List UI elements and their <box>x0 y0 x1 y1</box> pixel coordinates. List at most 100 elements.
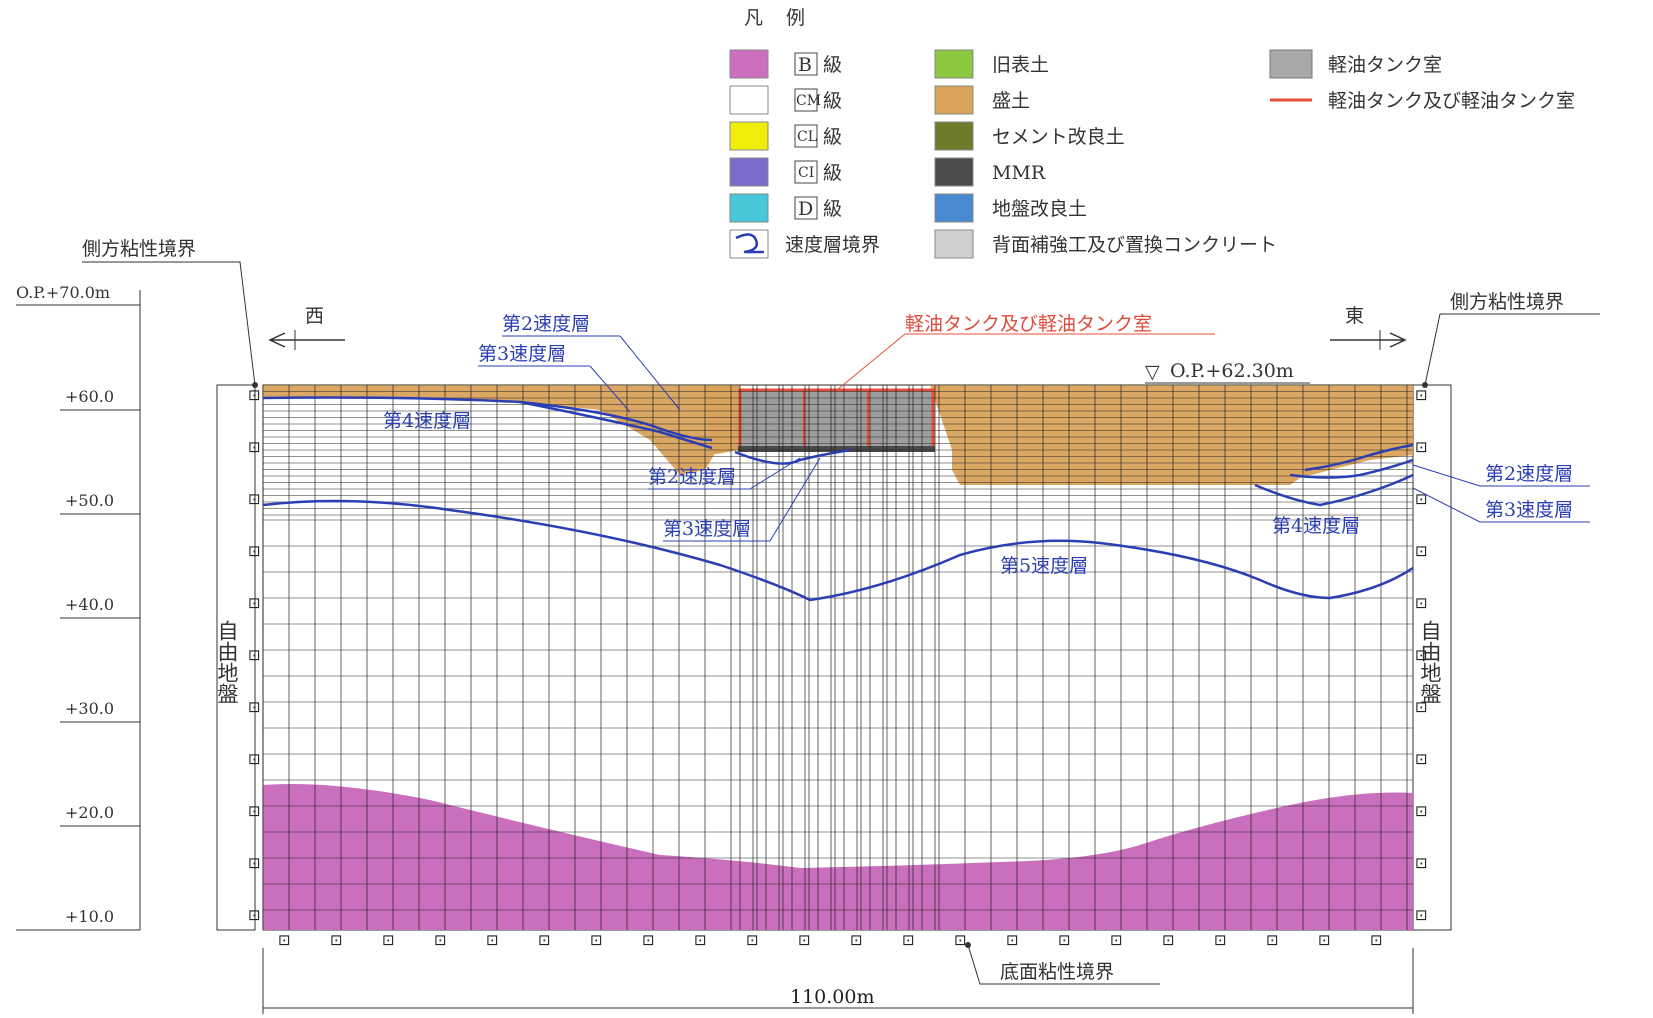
legend-swatch-ground-improved <box>934 193 974 223</box>
dashpot-bottom: ⊡ <box>850 931 863 949</box>
legend-label-embankment: 盛土 <box>992 90 1030 112</box>
legend-suffix-class-cl: 級 <box>823 126 842 148</box>
side-boundary-left-leader <box>82 261 256 386</box>
elevation-axis: O.P.+70.0m +60.0 +50.0 +40.0 +30.0 +20.0… <box>16 283 141 931</box>
dashpot-bottom: ⊡ <box>642 931 655 949</box>
elevation-tick-40: +40.0 <box>65 595 114 614</box>
legend-code-box-d <box>794 196 818 220</box>
dashpot-bottom: ⊡ <box>486 931 499 949</box>
ground-level-label: O.P.+62.30m <box>1170 360 1294 382</box>
legend-label-tank-room: 軽油タンク室 <box>1328 54 1442 76</box>
tank-room <box>738 388 935 450</box>
east-label: 東 <box>1345 305 1364 327</box>
dashpot-bottom: ⊡ <box>1162 931 1175 949</box>
dashpot-bottom: ⊡ <box>330 931 343 949</box>
velocity-boundary-layer4-left <box>262 396 713 442</box>
legend-code-class-d: D <box>798 198 813 220</box>
dashpot-left: ⊡ <box>248 542 261 560</box>
dashpot-right: ⊡ <box>1415 646 1428 664</box>
label-layer3-top: 第3速度層 <box>478 343 566 365</box>
bottom-boundary-leader <box>967 944 1160 985</box>
label-layer4-right: 第4速度層 <box>1272 515 1360 537</box>
dashpot-right: ⊡ <box>1415 906 1428 924</box>
legend: 凡 例 B 級 CM 級 CL 級 CI 級 D 級 速度層境界 旧表土 盛土 … <box>729 7 1575 259</box>
dashpot-left: ⊡ <box>248 386 261 404</box>
leader-dot <box>252 382 258 388</box>
tank-title-label: 軽油タンク及び軽油タンク室 <box>905 313 1152 335</box>
legend-swatch-class-ci <box>729 157 769 187</box>
west-arrow <box>268 332 345 348</box>
velocity-boundary-right-4 <box>1254 473 1414 507</box>
velocity-boundary-center <box>734 448 851 465</box>
dashpot-right: ⊡ <box>1415 750 1428 768</box>
leader <box>619 335 681 411</box>
leader <box>1412 487 1590 523</box>
label-layer2-center: 第2速度層 <box>648 466 736 488</box>
elevation-tick-30: +30.0 <box>65 699 114 718</box>
free-ground-label-right: 自由地盤 <box>1418 620 1442 704</box>
legend-suffix-class-ci: 級 <box>823 162 842 184</box>
velocity-boundary-icon <box>735 233 764 254</box>
label-layer2-right: 第2速度層 <box>1485 463 1573 485</box>
mmr-slab <box>738 446 935 452</box>
leader-dot <box>965 942 971 948</box>
legend-swatch-back-reinforce <box>934 229 974 259</box>
dashpot-bottom: ⊡ <box>1214 931 1227 949</box>
legend-swatch-old-topsoil <box>934 49 974 79</box>
side-boundary-right-label: 側方粘性境界 <box>1450 291 1564 313</box>
free-ground-label-left: 自由地盤 <box>215 620 239 704</box>
elevation-tick-20: +20.0 <box>65 803 114 822</box>
legend-label-cement-soil: セメント改良土 <box>992 126 1125 148</box>
dashpots: ⊡⊡⊡⊡⊡⊡⊡⊡⊡⊡⊡⊡⊡⊡⊡⊡⊡⊡⊡⊡⊡⊡⊡⊡⊡⊡⊡⊡⊡⊡⊡⊡⊡⊡⊡⊡⊡⊡⊡⊡… <box>248 386 1428 949</box>
dashpot-left: ⊡ <box>248 698 261 716</box>
dashpot-bottom: ⊡ <box>1318 931 1331 949</box>
legend-suffix-class-cm: 級 <box>823 90 842 112</box>
dashpot-left: ⊡ <box>248 854 261 872</box>
legend-swatch-class-cm <box>729 85 769 115</box>
dashpot-bottom: ⊡ <box>694 931 707 949</box>
leader <box>1412 464 1590 487</box>
dashpot-left: ⊡ <box>248 802 261 820</box>
ground-level-marker-icon: ▽ <box>1145 361 1160 383</box>
annotations: 側方粘性境界 側方粘性境界 西 東 軽油タンク及び軽油タンク室 ▽ O.P.+6… <box>82 238 1600 1014</box>
legend-code-class-cl: CL <box>797 129 817 145</box>
elevation-tick-50: +50.0 <box>65 491 114 510</box>
velocity-boundary-layer3-left <box>519 400 713 450</box>
dashpot-left: ⊡ <box>248 646 261 664</box>
legend-code-box-ci <box>794 160 818 184</box>
side-boundary-right-leader <box>1424 313 1600 386</box>
embankment-zone-center-left <box>705 385 740 455</box>
dashpot-left: ⊡ <box>248 438 261 456</box>
dashpot-bottom: ⊡ <box>434 931 447 949</box>
dashpot-bottom: ⊡ <box>746 931 759 949</box>
dashpot-right: ⊡ <box>1415 802 1428 820</box>
elevation-tick-60: +60.0 <box>65 387 114 406</box>
dashpot-bottom: ⊡ <box>902 931 915 949</box>
dashpot-right: ⊡ <box>1415 490 1428 508</box>
width-dimension-label: 110.00m <box>790 986 875 1008</box>
velocity-boundary-right-2 <box>1304 443 1414 472</box>
tank-title-leader <box>836 333 906 391</box>
fem-mesh <box>262 384 1413 930</box>
model-body <box>216 384 1452 931</box>
label-layer3-center: 第3速度層 <box>663 518 751 540</box>
legend-code-box-cl <box>794 124 818 148</box>
leader <box>589 365 631 413</box>
legend-label-ground-improved: 地盤改良土 <box>992 198 1087 220</box>
legend-swatch-mmr <box>934 157 974 187</box>
dashpot-bottom: ⊡ <box>278 931 291 949</box>
legend-label-velocity-boundary: 速度層境界 <box>785 234 880 256</box>
legend-label-back-reinforce: 背面補強工及び置換コンクリート <box>992 234 1277 256</box>
dashpot-right: ⊡ <box>1415 594 1428 612</box>
legend-code-class-ci: CI <box>798 165 814 181</box>
label-layer5: 第5速度層 <box>1000 555 1088 577</box>
west-label: 西 <box>305 305 324 327</box>
label-layer2-top: 第2速度層 <box>502 313 590 335</box>
dashpot-right: ⊡ <box>1415 438 1428 456</box>
free-ground-left-frame <box>216 384 256 931</box>
legend-code-class-cm: CM <box>796 93 821 109</box>
dashpot-bottom: ⊡ <box>382 931 395 949</box>
velocity-boundaries <box>262 396 1414 602</box>
dashpot-right: ⊡ <box>1415 854 1428 872</box>
